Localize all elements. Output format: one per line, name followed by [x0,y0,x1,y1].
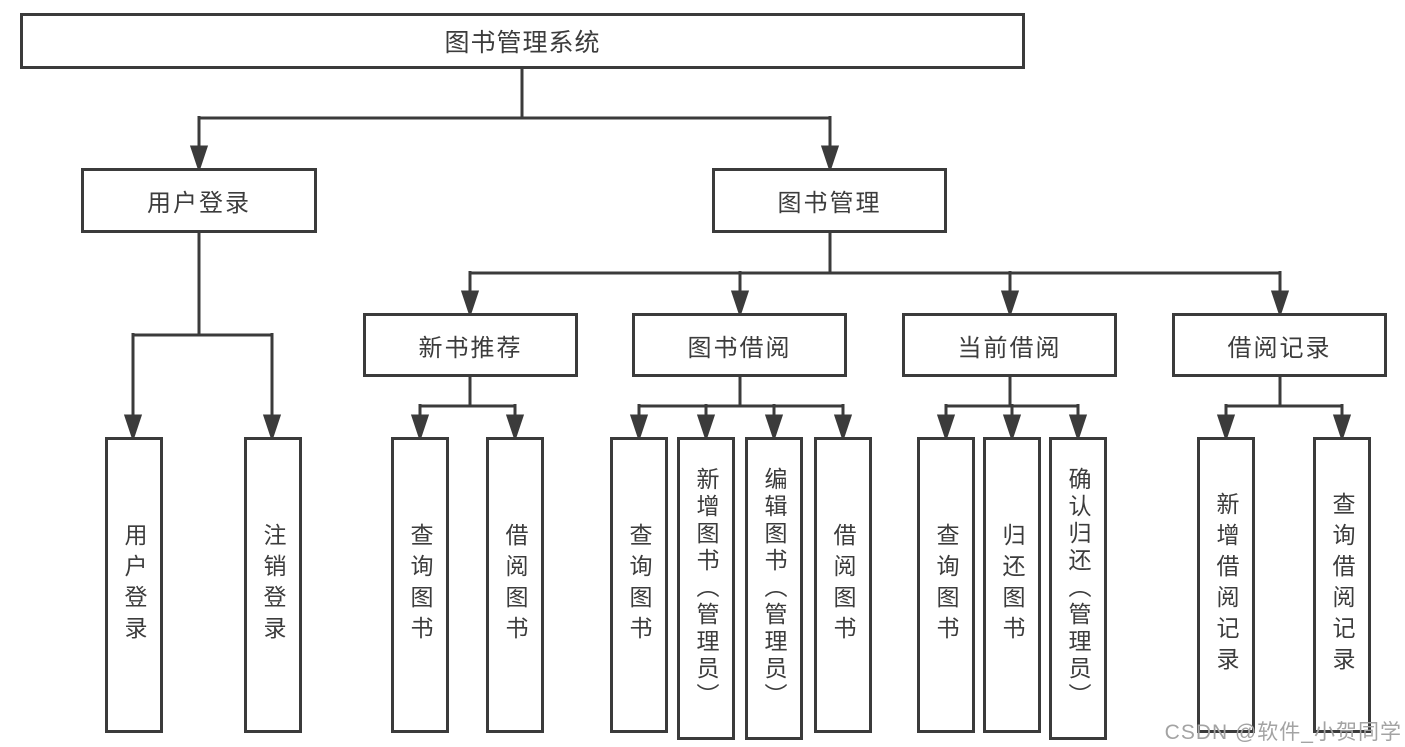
leaf-add-book-admin: 新增图书（管理员） [677,437,735,740]
leaf-logout: 注销登录 [244,437,302,733]
leaf-borrow-books-borrowing: 借阅图书 [814,437,872,733]
node-current-borrowing: 当前借阅 [902,313,1117,377]
leaf-query-borrow-record: 查询借阅记录 [1313,437,1371,733]
connector-borrowrecords-to-leaves [1216,377,1352,442]
leaf-query-books-current: 查询图书 [917,437,975,733]
connector-bookborrow-to-leaves [629,377,853,442]
connector-newbookrec-to-leaves [410,377,525,442]
node-book-borrowing: 图书借阅 [632,313,847,377]
node-book-management: 图书管理 [712,168,947,233]
leaf-return-book: 归还图书 [983,437,1041,733]
csdn-watermark: CSDN @软件_小贺同学 [1164,721,1402,744]
leaf-edit-book-admin: 编辑图书（管理员） [745,437,803,740]
leaf-borrow-books-recommend: 借阅图书 [486,437,544,733]
node-root-system: 图书管理系统 [20,13,1025,69]
node-user-login: 用户登录 [81,168,317,233]
leaf-query-books-recommend: 查询图书 [391,437,449,733]
connector-currentborrow-to-leaves [936,377,1088,442]
leaf-user-login: 用户登录 [105,437,163,733]
leaf-confirm-return-admin: 确认归还（管理员） [1049,437,1107,740]
leaf-query-books-borrowing: 查询图书 [610,437,668,733]
connector-bookmgmt-to-level2 [460,233,1290,318]
leaf-add-borrow-record: 新增借阅记录 [1197,437,1255,733]
node-borrow-records: 借阅记录 [1172,313,1387,377]
connector-root-to-level1 [189,69,840,173]
node-new-book-recommend: 新书推荐 [363,313,578,377]
connector-userlogin-to-leaves [123,233,282,442]
